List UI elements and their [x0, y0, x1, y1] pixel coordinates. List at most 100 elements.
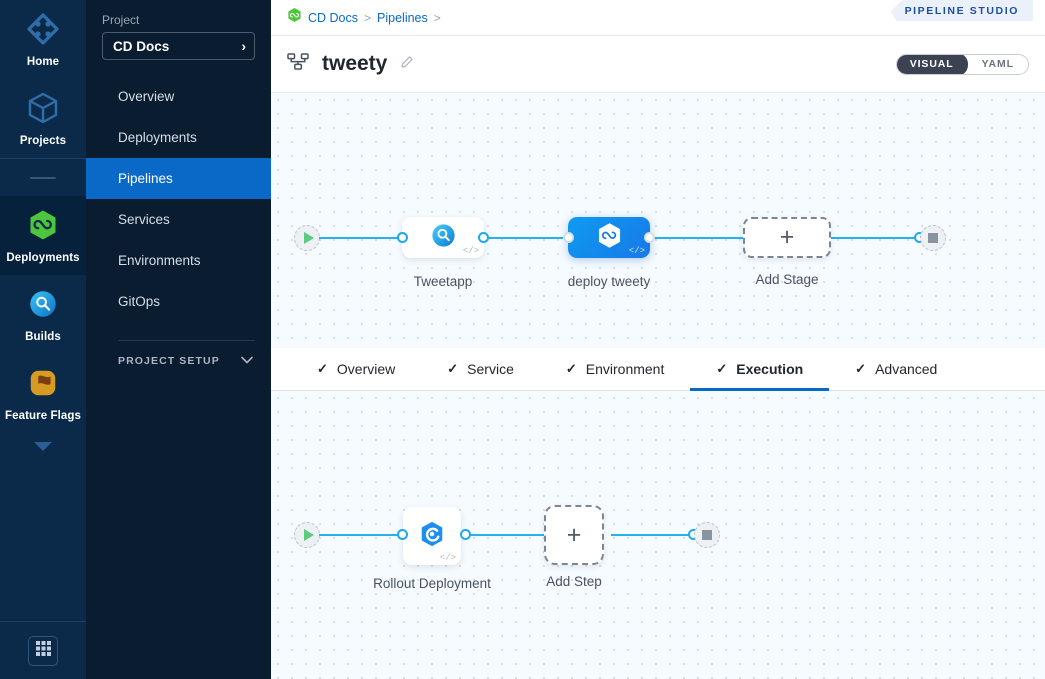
- connector-addstage-to-end: [797, 237, 919, 239]
- breadcrumb-separator: >: [364, 10, 372, 25]
- play-icon: [303, 232, 314, 244]
- pipeline-title-bar: tweety VISUAL YAML: [271, 36, 1045, 93]
- check-icon: ✓: [565, 361, 577, 376]
- page-title: tweety: [322, 52, 388, 75]
- chevron-right-icon: ›: [241, 38, 247, 54]
- code-badge: </>: [439, 553, 456, 563]
- chevron-down-icon: [32, 440, 54, 458]
- sidebar-item-environments[interactable]: Environments: [86, 240, 271, 281]
- stage2-port-right: [644, 232, 655, 243]
- tab-service[interactable]: ✓ Service: [421, 348, 540, 390]
- sidebar-item-label: Deployments: [118, 130, 197, 145]
- stop-icon: [928, 233, 938, 243]
- step-node-rollout-deployment[interactable]: </>: [403, 507, 461, 565]
- sidebar-item-pipelines[interactable]: Pipelines: [86, 158, 271, 199]
- toggle-option-visual[interactable]: VISUAL: [896, 54, 968, 74]
- tab-label: Service: [467, 361, 514, 377]
- rail-bottom-bar: [0, 621, 86, 679]
- toggle-option-yaml[interactable]: YAML: [981, 57, 1014, 70]
- rail-divider: [0, 158, 86, 196]
- flag-icon: [27, 366, 59, 405]
- step-node-label: Rollout Deployment: [373, 576, 491, 591]
- rail-item-builds[interactable]: Builds: [0, 275, 86, 354]
- rail-item-projects[interactable]: Projects: [0, 79, 86, 158]
- build-circle-icon: [430, 222, 457, 254]
- connector-stage2-to-addstage: [649, 237, 745, 239]
- step1-port-left: [397, 529, 408, 540]
- code-badge: </>: [462, 246, 479, 256]
- rail-item-deployments-label: Deployments: [6, 251, 80, 264]
- step1-port-right: [460, 529, 471, 540]
- rail-item-home[interactable]: Home: [0, 0, 86, 79]
- play-icon: [303, 529, 314, 541]
- sidebar-item-overview[interactable]: Overview: [86, 76, 271, 117]
- add-step-button[interactable]: +: [544, 505, 604, 565]
- pencil-icon[interactable]: [399, 54, 415, 75]
- stage-node-tweetapp[interactable]: </>: [402, 217, 484, 258]
- tab-label: Advanced: [875, 361, 938, 377]
- sidebar-item-label: GitOps: [118, 294, 161, 309]
- stage-node-deploy-tweety[interactable]: </>: [568, 217, 650, 258]
- tab-execution[interactable]: ✓ Execution: [690, 348, 829, 391]
- view-mode-toggle[interactable]: VISUAL YAML: [895, 53, 1029, 75]
- stage1-port-left: [397, 232, 408, 243]
- code-badge: </>: [628, 246, 645, 256]
- execution-step-canvas[interactable]: </> Rollout Deployment + Add Step: [271, 391, 1045, 679]
- execution-end-node[interactable]: [694, 522, 720, 548]
- project-selector[interactable]: CD Docs ›: [102, 32, 255, 60]
- breadcrumb-separator: >: [433, 10, 441, 25]
- connector-start-to-step1: [319, 534, 402, 536]
- sidebar-item-label: Pipelines: [118, 171, 173, 186]
- check-icon: ✓: [447, 361, 459, 376]
- stage-canvas[interactable]: </> Tweetapp </> deploy tweety +: [271, 93, 1045, 348]
- tab-label: Overview: [336, 361, 396, 377]
- check-icon: ✓: [317, 361, 328, 376]
- sidebar-item-services[interactable]: Services: [86, 199, 271, 240]
- harness-hexagon-icon: [287, 7, 302, 28]
- sidebar-nav: Overview Deployments Pipelines Services …: [86, 76, 271, 322]
- app-grid-button[interactable]: [28, 635, 58, 666]
- stage2-port-left: [563, 232, 574, 243]
- cube-icon: [27, 91, 59, 130]
- plus-icon: +: [779, 223, 795, 251]
- sidebar-item-deployments[interactable]: Deployments: [86, 117, 271, 158]
- connector-step1-to-addstep: [463, 534, 585, 536]
- rail-item-feature-flags[interactable]: Feature Flags: [0, 354, 86, 433]
- pipeline-studio-flag: PIPELINE STUDIO: [890, 0, 1033, 21]
- execution-start-node[interactable]: [294, 522, 320, 548]
- rail-item-feature-flags-label: Feature Flags: [4, 409, 82, 422]
- tab-advanced[interactable]: ✓ Advanced: [829, 348, 963, 390]
- rail-item-home-label: Home: [26, 55, 60, 68]
- stage1-port-right: [478, 232, 489, 243]
- connector-addstep-to-end: [611, 534, 693, 536]
- sidebar-item-gitops[interactable]: GitOps: [86, 281, 271, 322]
- pipeline-tree-icon: [287, 52, 310, 76]
- pipeline-end-node[interactable]: [920, 225, 946, 251]
- tab-overview[interactable]: ✓ Overview: [291, 348, 421, 390]
- sidebar-item-label: Overview: [118, 89, 175, 104]
- primary-nav-rail: Home Projects Deployments: [0, 0, 86, 679]
- add-stage-label: Add Stage: [755, 272, 819, 287]
- main-content: CD Docs > Pipelines > PIPELINE STUDIO t: [271, 0, 1045, 679]
- sidebar-project-setup[interactable]: PROJECT SETUP: [86, 355, 271, 367]
- rail-collapse-chevron[interactable]: [0, 433, 86, 465]
- stage-node-label: deploy tweety: [567, 274, 651, 289]
- rail-item-deployments[interactable]: Deployments: [0, 196, 86, 275]
- tab-environment[interactable]: ✓ Environment: [540, 348, 691, 390]
- hexagon-infinity-icon: [27, 208, 59, 247]
- add-step-label: Add Step: [546, 574, 602, 589]
- breadcrumb-item-pipelines[interactable]: Pipelines: [377, 10, 428, 25]
- plus-icon: +: [566, 520, 582, 549]
- project-sidebar: Project CD Docs › Overview Deployments P…: [86, 0, 271, 679]
- app-grid-icon: [35, 640, 52, 662]
- add-stage-button[interactable]: +: [743, 217, 831, 258]
- breadcrumb-item-cd-docs[interactable]: CD Docs: [308, 10, 359, 25]
- pipeline-start-node[interactable]: [294, 225, 320, 251]
- rail-item-builds-label: Builds: [25, 330, 61, 343]
- connector-stage1-to-stage2: [483, 237, 575, 239]
- chevron-down-icon: [241, 355, 253, 367]
- stage-tabs: ✓ Overview ✓ Service ✓ Environment ✓ Exe…: [271, 348, 1045, 391]
- connector-start-to-stage1: [319, 237, 402, 239]
- sidebar-caption: Project: [102, 13, 140, 27]
- sidebar-project-setup-label: PROJECT SETUP: [118, 355, 220, 367]
